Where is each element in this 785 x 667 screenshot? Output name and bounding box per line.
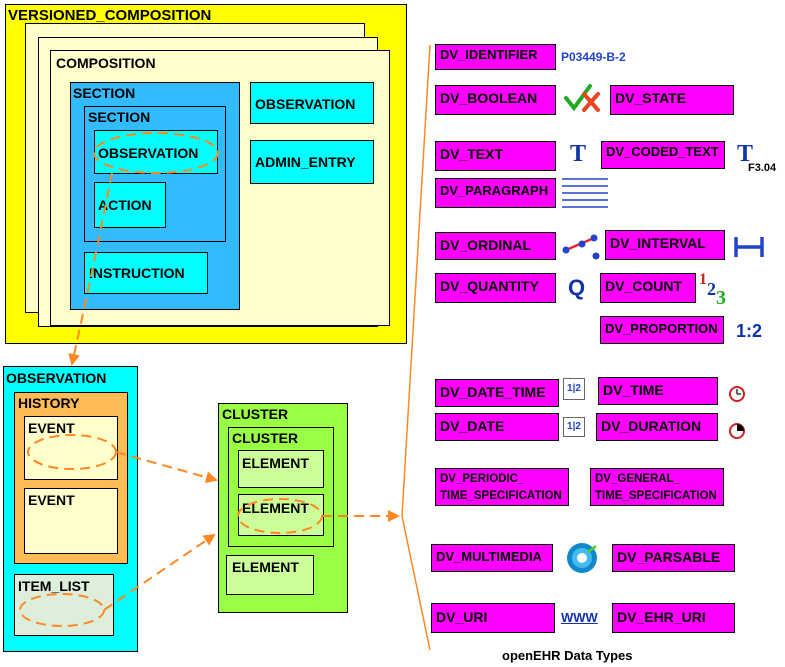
action-label: ACTION xyxy=(98,197,152,213)
arrow-observation-to-detail xyxy=(68,172,113,366)
observation-entry-label: OBSERVATION xyxy=(98,145,199,161)
element-label-1: ELEMENT xyxy=(242,455,309,471)
instruction-label: INSTRUCTION xyxy=(89,265,185,281)
element-label-3: ELEMENT xyxy=(232,559,299,575)
item-list-box xyxy=(14,574,114,636)
dv-uri: DV_URI xyxy=(431,603,555,633)
general-line-1: DV_GENERAL_ xyxy=(595,473,680,485)
admin-entry-box xyxy=(250,140,374,184)
dv-proportion: DV_PROPORTION xyxy=(600,316,724,344)
element-box-3 xyxy=(226,555,314,595)
dv-interval: DV_INTERVAL xyxy=(605,230,725,260)
dv-periodic-time-specification: DV_PERIODIC_ TIME_SPECIFICATION xyxy=(435,468,569,506)
observation-side-box xyxy=(250,82,374,124)
proportion-icon: 1:2 xyxy=(736,321,763,341)
highlight-item-list-ellipse xyxy=(19,593,105,627)
identifier-example: P03449-B-2 xyxy=(561,50,626,64)
history-label: HISTORY xyxy=(18,395,80,411)
highlight-event-ellipse xyxy=(27,434,117,470)
text-icon: T xyxy=(570,141,587,167)
periodic-line-2: TIME_SPECIFICATION xyxy=(440,489,562,502)
general-line-2: TIME_SPECIFICATION xyxy=(595,489,717,502)
highlight-observation-ellipse xyxy=(93,132,219,174)
parsable-globe-icon xyxy=(567,543,597,573)
duration-clock-icon xyxy=(729,423,745,439)
section-inner-label: SECTION xyxy=(88,109,151,125)
event-label-2: EVENT xyxy=(28,492,75,508)
interval-range-icon xyxy=(734,237,764,257)
admin-entry-label: ADMIN_ENTRY xyxy=(255,154,356,170)
dv-date: DV_DATE xyxy=(435,413,559,441)
event-box-2 xyxy=(24,488,118,554)
dv-coded-text: DV_CODED_TEXT xyxy=(601,141,725,169)
dv-count: DV_COUNT xyxy=(600,273,696,303)
bracket-lower xyxy=(401,515,431,651)
dv-paragraph: DV_PARAGRAPH xyxy=(435,178,556,208)
observation-side-label: OBSERVATION xyxy=(255,96,356,112)
composition-label: COMPOSITION xyxy=(56,55,156,71)
dv-duration: DV_DURATION xyxy=(596,413,718,441)
versioned-composition-label: VERSIONED_COMPOSITION xyxy=(8,7,212,24)
ordinal-dots-icon xyxy=(562,234,600,260)
periodic-line-1: DV_PERIODIC_ xyxy=(440,473,525,485)
time-clock-icon xyxy=(729,386,745,402)
uri-www-icon: WWW xyxy=(561,610,598,625)
diagram-caption: openEHR Data Types xyxy=(502,648,633,663)
dv-parsable: DV_PARSABLE xyxy=(612,544,735,572)
dv-general-time-specification: DV_GENERAL_ TIME_SPECIFICATION xyxy=(590,468,724,506)
highlight-element-ellipse xyxy=(237,498,323,534)
dv-text: DV_TEXT xyxy=(435,141,556,171)
element-box-1 xyxy=(238,450,324,488)
cluster-outer-label: CLUSTER xyxy=(222,406,289,422)
observation-detail-label: OBSERVATION xyxy=(6,370,107,386)
dv-ordinal: DV_ORDINAL xyxy=(435,232,556,260)
arrow-event-to-cluster xyxy=(115,451,218,484)
count-icon-3: 3 xyxy=(716,287,726,309)
section-outer-label: SECTION xyxy=(73,85,136,101)
paragraph-lines-icon xyxy=(562,178,608,208)
dv-state: DV_STATE xyxy=(610,85,734,115)
coded-text-code: F3.04 xyxy=(748,162,777,174)
date-calendar-icon: 1|2 xyxy=(563,417,585,437)
count-icon-1: 1 xyxy=(699,271,707,288)
element-label-2: ELEMENT xyxy=(242,500,309,516)
cluster-inner-label: CLUSTER xyxy=(232,430,299,446)
date-time-calendar-icon: 1|2 xyxy=(563,378,585,400)
event-label-1: EVENT xyxy=(28,420,75,436)
dv-quantity: DV_QUANTITY xyxy=(435,273,556,303)
arrow-itemlist-to-cluster xyxy=(103,533,216,611)
bracket-upper xyxy=(401,44,431,517)
instruction-box xyxy=(84,252,208,294)
dv-boolean: DV_BOOLEAN xyxy=(435,85,556,115)
dv-time: DV_TIME xyxy=(598,377,718,405)
dv-ehr-uri: DV_EHR_URI xyxy=(612,603,735,633)
count-icon-2: 2 xyxy=(707,279,716,299)
dv-identifier: DV_IDENTIFIER xyxy=(435,44,556,70)
quantity-icon: Q xyxy=(568,275,586,300)
coded-text-icon: T xyxy=(737,141,754,167)
dv-multimedia: DV_MULTIMEDIA xyxy=(431,544,553,572)
boolean-check-cross-icon xyxy=(564,84,600,112)
dv-date-time: DV_DATE_TIME xyxy=(435,379,559,407)
item-list-label: ITEM_LIST xyxy=(18,578,90,594)
